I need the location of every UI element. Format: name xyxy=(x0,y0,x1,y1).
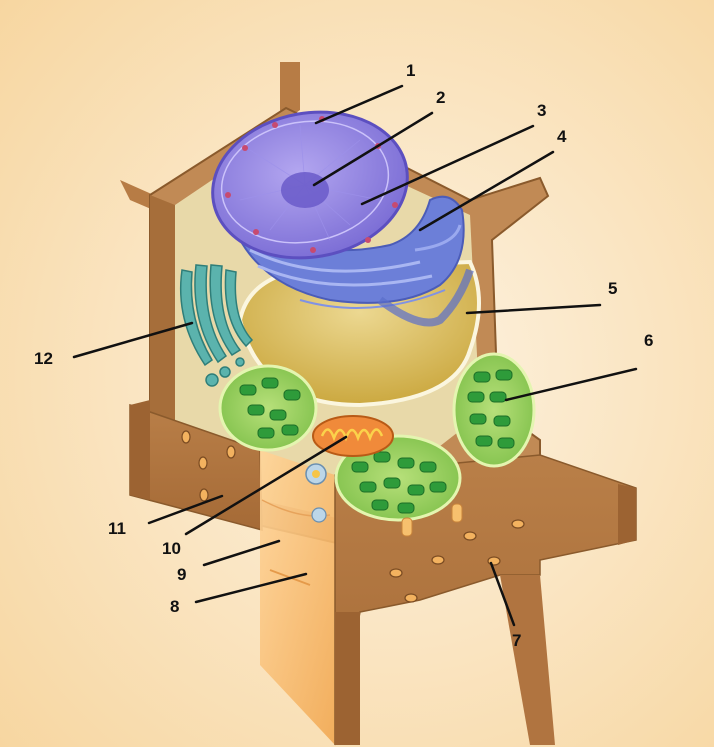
label-4: 4 xyxy=(557,127,567,146)
label-1: 1 xyxy=(406,61,415,80)
chloroplast-right xyxy=(454,354,534,466)
chloroplast-left xyxy=(220,366,316,450)
label-9: 9 xyxy=(177,565,186,584)
label-3: 3 xyxy=(537,101,546,120)
label-5: 5 xyxy=(608,279,617,298)
label-12: 12 xyxy=(34,349,53,368)
label-6: 6 xyxy=(644,331,653,350)
label-11: 11 xyxy=(108,519,126,538)
nucleolus xyxy=(281,172,329,208)
label-7: 7 xyxy=(512,631,521,650)
label-8: 8 xyxy=(170,597,179,616)
label-10: 10 xyxy=(162,539,181,558)
label-2: 2 xyxy=(436,88,445,107)
